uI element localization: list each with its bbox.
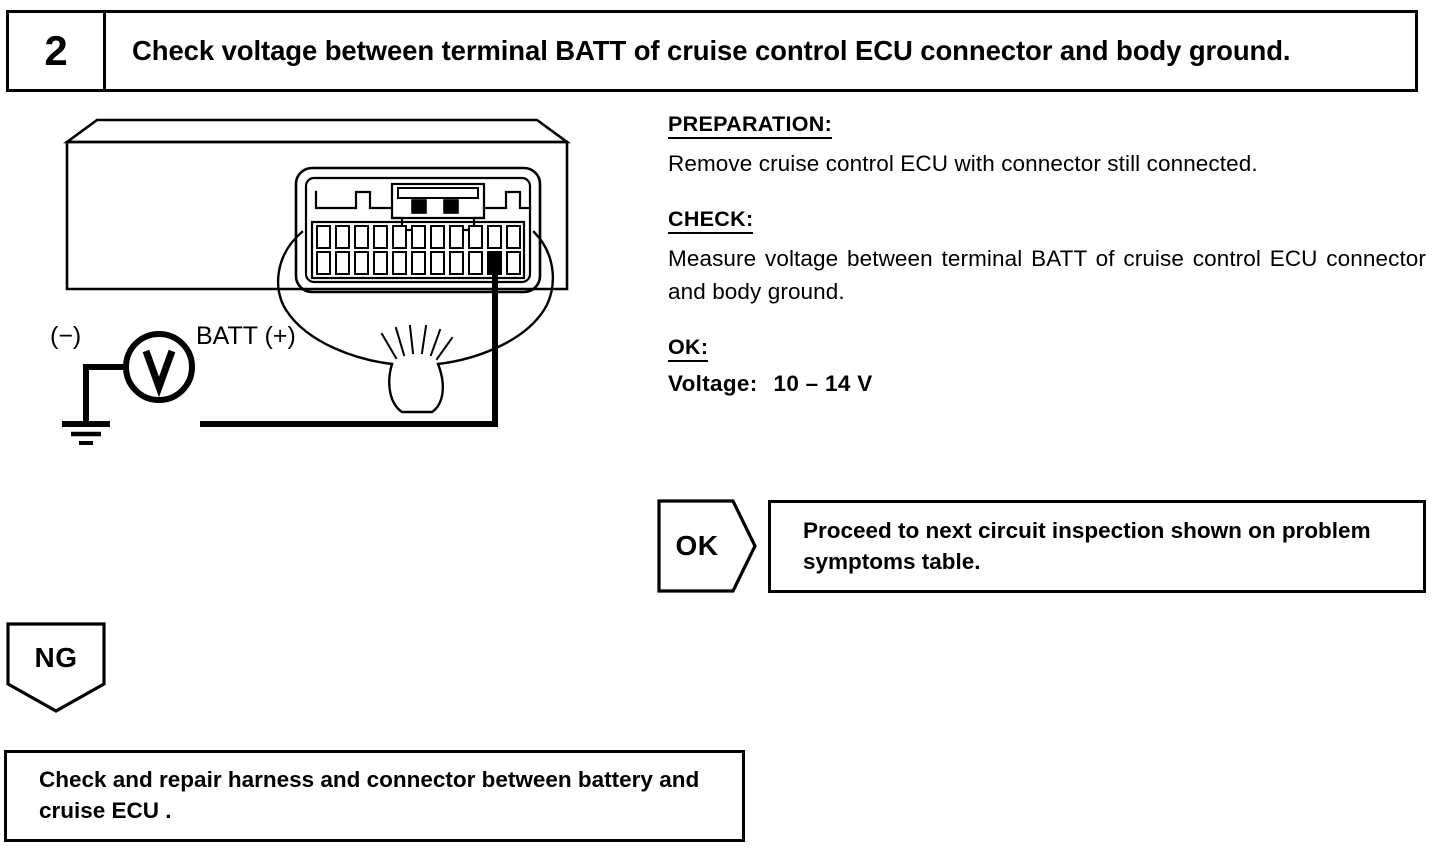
voltmeter-v-glyph — [142, 349, 176, 398]
batt-terminal-highlight — [487, 251, 502, 275]
step-number-cell: 2 — [9, 13, 106, 89]
check-heading: CHECK: — [668, 207, 754, 234]
step-header-box: 2 Check voltage between terminal BATT of… — [6, 10, 1418, 92]
voltmeter-icon — [123, 331, 195, 403]
ok-branch: OK Proceed to next circuit inspection sh… — [657, 499, 1426, 595]
preparation-heading: PREPARATION: — [668, 112, 833, 140]
positive-probe-label: BATT (+) — [196, 322, 296, 350]
ok-heading: OK: — [668, 335, 709, 362]
ground-symbol-icon — [62, 421, 110, 445]
ng-marker: NG — [6, 622, 110, 714]
check-body: Measure voltage between terminal BATT of… — [668, 246, 1426, 304]
step-title: Check voltage between terminal BATT of c… — [132, 34, 1291, 66]
step-title-cell: Check voltage between terminal BATT of c… — [106, 13, 1415, 89]
ok-marker-label: OK — [675, 530, 719, 561]
ok-result-text: Proceed to next circuit inspection shown… — [803, 517, 1371, 574]
ng-result-box: Check and repair harness and connector b… — [4, 750, 745, 842]
ok-spec-value: Voltage: 10 – 14 V — [668, 371, 1426, 397]
ecu-housing-icon — [63, 118, 571, 291]
wire-harness-icon — [276, 230, 555, 414]
step-number: 2 — [44, 27, 68, 74]
ok-result-box: Proceed to next circuit inspection shown… — [768, 500, 1426, 593]
preparation-block: PREPARATION: Remove cruise control ECU w… — [668, 112, 1426, 181]
ng-pennant-shape — [6, 622, 106, 713]
instruction-column: PREPARATION: Remove cruise control ECU w… — [668, 112, 1426, 397]
ok-spec-block: OK: Voltage: 10 – 14 V — [668, 335, 1426, 397]
connector-terminal-grid — [316, 225, 521, 275]
ng-result-text: Check and repair harness and connector b… — [39, 767, 700, 823]
diagram-svg: (−) BATT (+) — [50, 118, 571, 445]
ok-spec-label: Voltage: — [668, 370, 758, 396]
negative-probe-label: (−) — [50, 322, 81, 350]
negative-probe-lead — [83, 364, 126, 424]
preparation-body: Remove cruise control ECU with connector… — [668, 151, 1258, 177]
ecu-connector-icon — [294, 166, 542, 294]
positive-probe-lead — [200, 274, 498, 427]
ok-marker: OK — [657, 499, 757, 593]
ok-pennant-shape — [657, 499, 757, 593]
ng-marker-label: NG — [34, 642, 78, 673]
ok-spec-range: 10 – 14 V — [773, 370, 873, 396]
ecu-connector-measurement-diagram: (−) BATT (+) — [40, 112, 640, 472]
check-block: CHECK: Measure voltage between terminal … — [668, 207, 1426, 309]
